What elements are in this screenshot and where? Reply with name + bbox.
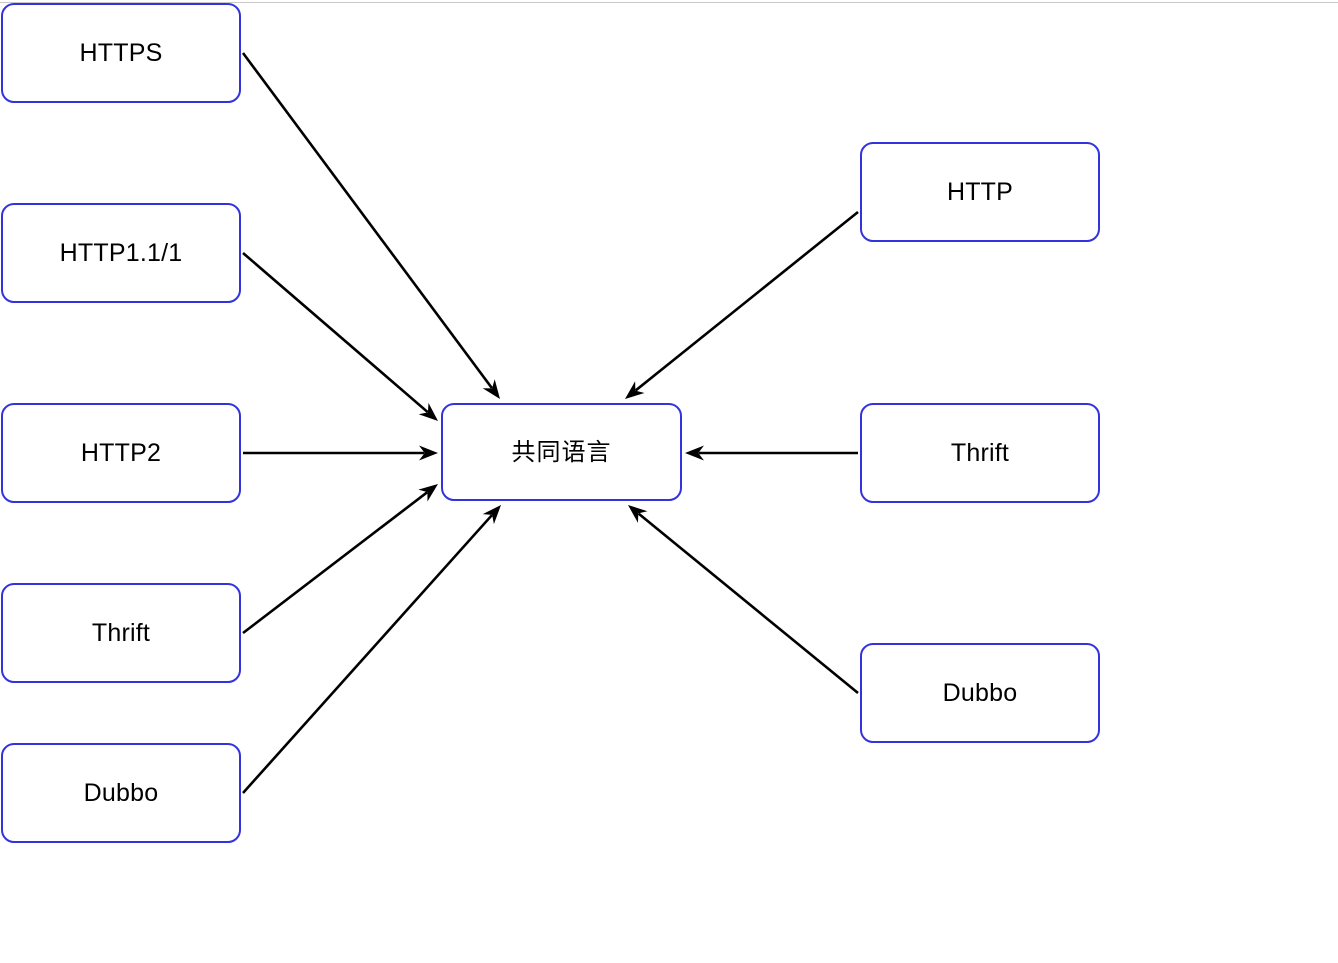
node-http11[interactable]: HTTP1.1/1 — [1, 203, 241, 303]
edge-http2-to-center — [243, 445, 438, 461]
node-label: Dubbo — [83, 778, 159, 807]
node-dubbo-left[interactable]: Dubbo — [1, 743, 241, 843]
node-label: Thrift — [950, 438, 1010, 467]
arrowhead-icon — [418, 484, 438, 502]
node-label: HTTP — [946, 177, 1014, 206]
edge-thrift-right-to-center — [685, 445, 858, 461]
arrowhead-icon — [625, 381, 645, 399]
arrowhead-icon — [482, 379, 500, 399]
node-label: Thrift — [91, 618, 151, 647]
edge-https-to-center — [241, 52, 500, 399]
node-dubbo-right[interactable]: Dubbo — [860, 643, 1100, 743]
node-http2[interactable]: HTTP2 — [1, 403, 241, 503]
edge-dubbo-right-to-center — [628, 505, 859, 695]
node-label: HTTPS — [79, 38, 163, 67]
node-common-language[interactable]: 共同语言 — [441, 403, 682, 501]
edge-http11-to-center — [242, 252, 438, 421]
edge-line — [634, 210, 859, 392]
node-label: Dubbo — [942, 678, 1018, 707]
arrowhead-icon — [628, 505, 648, 523]
arrowhead-icon — [418, 402, 438, 421]
node-thrift-right[interactable]: Thrift — [860, 403, 1100, 503]
edge-line — [637, 512, 859, 695]
node-thrift-left[interactable]: Thrift — [1, 583, 241, 683]
node-label: HTTP2 — [80, 438, 162, 467]
edge-dubbo-left-to-center — [242, 505, 501, 794]
node-https[interactable]: HTTPS — [1, 3, 241, 103]
edge-line — [242, 252, 429, 414]
node-label: HTTP1.1/1 — [59, 238, 183, 267]
edge-http-to-center — [625, 210, 859, 399]
edge-thrift-left-to-center — [242, 484, 438, 635]
edge-line — [241, 52, 493, 389]
edge-line — [242, 491, 428, 635]
node-label: 共同语言 — [511, 438, 612, 466]
arrowhead-icon — [419, 445, 438, 461]
canvas-top-divider — [0, 2, 1338, 3]
arrowhead-icon — [685, 445, 704, 461]
arrowhead-icon — [482, 505, 501, 525]
node-http[interactable]: HTTP — [860, 142, 1100, 242]
edge-line — [242, 514, 493, 794]
